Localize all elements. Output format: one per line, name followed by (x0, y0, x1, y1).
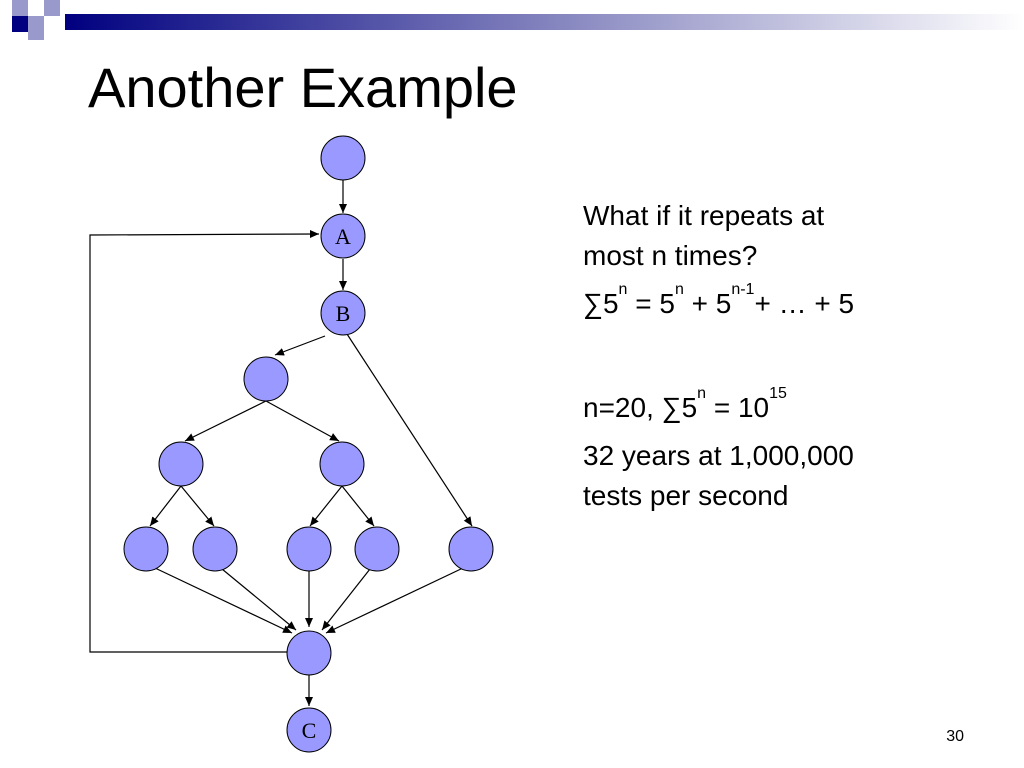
sum-formula-plus: + 5 (683, 288, 732, 319)
node-a (320, 213, 366, 259)
edge-n3-to-n7 (341, 485, 375, 527)
header-decoration (12, 0, 1024, 40)
edge-n8-to-merge (325, 567, 464, 634)
edge-loop-back-to-a (89, 230, 320, 653)
nodes (123, 135, 494, 753)
page-number: 30 (946, 728, 964, 745)
sum-formula-tail: + … + 5 (754, 288, 855, 319)
time-paragraph: 32 years at 1,000,000 tests per second (583, 436, 1003, 516)
time-line-2: tests per second (583, 480, 789, 511)
node-leaf (192, 526, 238, 572)
question-line-1: What if it repeats at (583, 200, 825, 231)
n20-formula: n=20, ∑5n = 1015 (583, 385, 1003, 428)
header-square (44, 0, 60, 16)
edge-n5-to-merge (221, 568, 297, 631)
node-branch (243, 356, 289, 402)
time-line-1: 32 years at 1,000,000 (583, 440, 854, 471)
question-line-2: most n times? (583, 240, 758, 271)
edge-n2-to-n4 (149, 485, 182, 527)
edge-n7-to-merge (321, 568, 371, 631)
slide-body-text: What if it repeats at most n times? ∑5n … (583, 196, 1003, 516)
node-leaf (123, 526, 169, 572)
edge-b-to-n8 (346, 333, 473, 527)
n20-formula-eq: = 10 (706, 392, 770, 423)
node-b-label: B (336, 301, 351, 326)
header-square (12, 0, 28, 16)
n20-formula-prefix: n=20, ∑5 (583, 392, 698, 423)
node-right (319, 441, 365, 487)
slide-title: Another Example (88, 56, 518, 119)
header-square (12, 16, 28, 32)
node-a-label: A (335, 224, 351, 249)
header-square (28, 16, 44, 32)
edges (89, 180, 473, 706)
header-square (28, 32, 44, 40)
node-c (286, 707, 332, 753)
sum-formula-eq: = 5 (627, 288, 675, 319)
node-b (320, 290, 366, 336)
n20-formula-exp: n (697, 385, 707, 402)
header-gradient-bar (65, 14, 1024, 30)
header-square (44, 16, 60, 32)
edge-n4-to-merge (154, 567, 293, 634)
sum-formula: ∑5n = 5n + 5n-1+ … + 5 (583, 281, 1003, 324)
sum-formula-exp: n-1 (731, 281, 755, 298)
node-leaf (286, 526, 332, 572)
edge-n1-to-n3 (265, 400, 340, 442)
node-start (320, 135, 366, 181)
node-merge (286, 630, 332, 676)
edge-b-to-n1 (274, 335, 326, 356)
n20-formula-exp: 15 (769, 385, 787, 402)
edge-n1-to-n2 (184, 400, 267, 442)
sum-formula-exp: n (674, 281, 684, 298)
edge-n2-to-n5 (180, 485, 215, 527)
node-leaf (448, 526, 494, 572)
node-leaf (354, 526, 400, 572)
node-c-label: C (302, 718, 317, 743)
sum-formula-sigma: ∑5 (583, 288, 619, 319)
question-paragraph: What if it repeats at most n times? (583, 196, 1003, 276)
edge-n3-to-n6 (309, 485, 343, 527)
sum-formula-exp: n (618, 281, 628, 298)
header-square (28, 0, 44, 16)
node-left (158, 441, 204, 487)
